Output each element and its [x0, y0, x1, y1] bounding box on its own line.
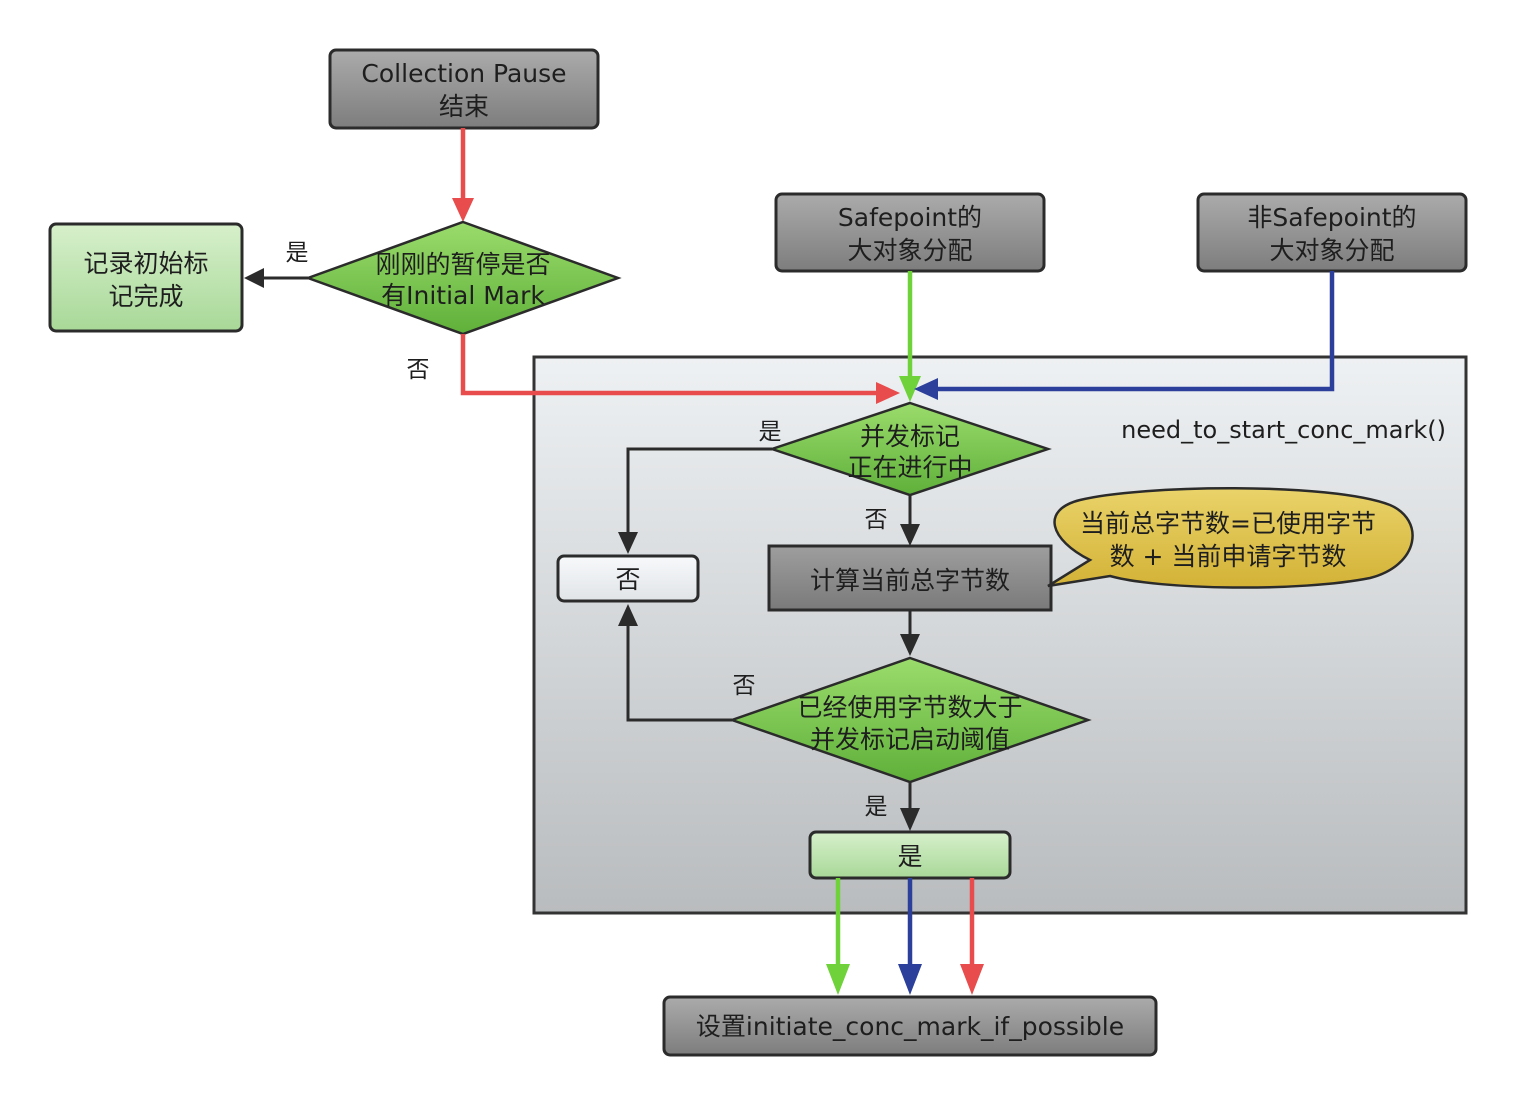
result-no-label: 否: [615, 565, 640, 594]
record-initial-mark-line2: 记完成: [108, 282, 183, 311]
pause-end-line1: Collection Pause: [361, 59, 566, 88]
record-initial-mark-line1: 记录初始标: [83, 249, 208, 278]
decision-concurrent-line2: 正在进行中: [847, 453, 972, 482]
label-no-concurrent: 否: [865, 507, 888, 533]
result-yes-label: 是: [897, 842, 922, 871]
decision-initial-mark-line1: 刚刚的暂停是否: [375, 250, 550, 279]
result-no-box: [556, 554, 700, 603]
arrowhead-blue-bottom: [898, 964, 922, 995]
label-yes-threshold: 是: [865, 794, 888, 820]
non-safepoint-alloc-line2: 大对象分配: [1269, 236, 1394, 265]
arrowhead-red-right: [876, 382, 900, 404]
arrowhead-down-compute: [900, 524, 920, 546]
non-safepoint-alloc-line1: 非Safepoint的: [1247, 203, 1416, 232]
arrowhead-red-bottom: [960, 964, 984, 995]
arrowhead-blue-left: [914, 378, 938, 400]
edge-concurrent-yes: [626, 447, 772, 536]
label-yes-initial: 是: [286, 240, 309, 266]
label-no-threshold: 否: [733, 673, 756, 699]
arrowhead-left-record: [244, 268, 264, 288]
arrowhead-down-threshold: [900, 634, 920, 656]
set-flag-box: [662, 995, 1158, 1057]
callout-line2: 数 + 当前申请字节数: [1110, 542, 1347, 571]
callout-line1: 当前总字节数=已使用字节: [1080, 509, 1376, 538]
compute-bytes-label: 计算当前总字节数: [810, 566, 1010, 595]
edge-non-safepoint-to-decision: [934, 271, 1335, 392]
arrowhead-green-bottom: [826, 964, 850, 995]
decision-initial-mark-line2: 有Initial Mark: [381, 281, 545, 310]
safepoint-alloc-line2: 大对象分配: [847, 236, 972, 265]
decision-threshold-line2: 并发标记启动阈值: [810, 725, 1010, 754]
callout-bubble: [1047, 487, 1414, 589]
edge-threshold-no: [626, 622, 732, 722]
pause-end-line2: 结束: [439, 92, 489, 121]
label-yes-concurrent: 是: [759, 419, 782, 445]
function-name-label: need_to_start_conc_mark(): [1121, 416, 1446, 444]
set-flag-label: 设置initiate_conc_mark_if_possible: [696, 1012, 1124, 1041]
arrowhead-green-down-top: [899, 376, 921, 402]
label-no-initial: 否: [407, 357, 430, 383]
arrowhead-down-no-box: [618, 532, 638, 554]
arrowhead-down-yes-box: [900, 808, 920, 831]
decision-threshold-line1: 已经使用字节数大于: [797, 693, 1022, 722]
record-initial-mark-box: [48, 222, 244, 333]
decision-concurrent-line1: 并发标记: [860, 422, 960, 451]
arrowhead-up-no-box: [618, 604, 638, 626]
safepoint-alloc-line1: Safepoint的: [838, 203, 982, 232]
edge-initial-no: [460, 334, 880, 396]
arrowhead-red-down-1: [452, 198, 474, 222]
